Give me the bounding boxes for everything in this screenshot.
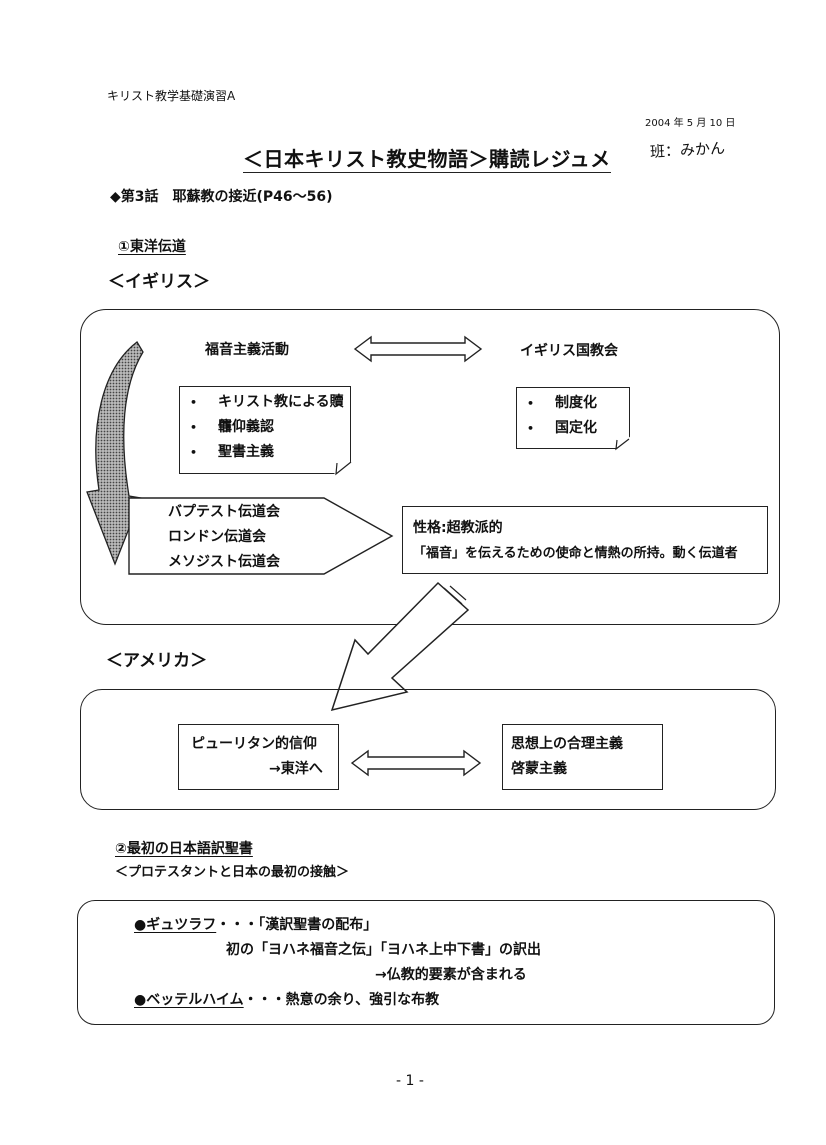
page-title: ＜日本キリスト教史物語＞購読レジュメ <box>243 147 611 173</box>
course-name: キリスト教学基礎演習A <box>107 89 236 103</box>
note-fold-icon <box>615 438 630 451</box>
rationalism: 思想上の合理主義 <box>511 736 623 752</box>
america-label: ＜アメリカ＞ <box>106 651 208 671</box>
page-number: - 1 - <box>396 1073 424 1089</box>
bettelheim-name: ●ベッテルハイム <box>134 992 244 1008</box>
anglican-item: 国定化 <box>517 416 629 441</box>
anglican-items-note: 制度化 国定化 <box>516 387 630 449</box>
group-note: 班：みかん <box>649 139 726 161</box>
gutzlaff-name: ●ギュツラフ <box>134 917 217 933</box>
character-box: 性格:超教派的 「福音」を伝えるための使命と情熱の所持。動く伝道者 <box>402 506 768 574</box>
britain-label: ＜イギリス＞ <box>108 272 210 292</box>
rationalism-box: 思想上の合理主義 啓蒙主義 <box>502 724 663 790</box>
first-bible-panel <box>77 900 775 1025</box>
evangelicalism-label: 福音主義活動 <box>205 342 289 358</box>
section-heading-eastern-mission: ①東洋伝道 <box>118 239 186 255</box>
section-heading-first-bible: ②最初の日本語訳聖書 <box>115 841 253 857</box>
evangelical-item: 聖書主義 <box>180 440 350 465</box>
puritan-box: ピューリタン的信仰 →東洋へ <box>178 724 339 790</box>
episode-heading: ◆第3話 耶蘇教の接近(P46～56) <box>110 189 333 205</box>
missions-list: バプテスト伝道会 ロンドン伝道会 メソジスト伝道会 <box>168 500 280 575</box>
buddhist-elements-line: →仏教的要素が含まれる <box>375 967 527 983</box>
america-panel <box>80 689 776 810</box>
gutzlaff-line: ●ギュツラフ・・・「漢訳聖書の配布」 <box>134 918 377 932</box>
evangelical-item: キリスト教による贖罪 <box>180 390 350 435</box>
evangelical-items-note: キリスト教による贖罪 信仰義認 聖書主義 <box>179 386 351 474</box>
evangelical-item: 信仰義認 <box>180 415 350 440</box>
gutzlaff-description: ・・・「漢訳聖書の配布」 <box>216 917 378 933</box>
to-east: →東洋へ <box>269 761 323 777</box>
mission-item: バプテスト伝道会 <box>168 504 280 520</box>
mission-item: ロンドン伝道会 <box>168 529 266 545</box>
bettelheim-description: ・・・熱意の余り、強引な布教 <box>243 992 440 1008</box>
diagonal-arrow-icon <box>330 581 470 712</box>
section-subheading: ＜プロテスタントと日本の最初の接触＞ <box>115 865 350 880</box>
character-description: 「福音」を伝えるための使命と情熱の所持。動く伝道者 <box>413 546 738 561</box>
document-date: 2004 年 5 月 10 日 <box>645 118 736 129</box>
anglican-item: 制度化 <box>517 391 629 416</box>
character-label: 性格:超教派的 <box>413 520 503 536</box>
anglican-label: イギリス国教会 <box>520 343 618 359</box>
translation-line: 初の「ヨハネ福音之伝」「ヨハネ上中下書」の訳出 <box>226 942 541 958</box>
double-arrow-icon <box>350 749 482 777</box>
puritan-faith: ピューリタン的信仰 <box>191 736 317 752</box>
note-fold-icon <box>335 461 352 476</box>
double-arrow-icon <box>353 335 483 363</box>
mission-item: メソジスト伝道会 <box>168 554 280 570</box>
bettelheim-line: ●ベッテルハイム・・・熱意の余り、強引な布教 <box>134 993 439 1007</box>
missions-pentagon-shape <box>128 497 394 575</box>
enlightenment: 啓蒙主義 <box>511 761 567 777</box>
